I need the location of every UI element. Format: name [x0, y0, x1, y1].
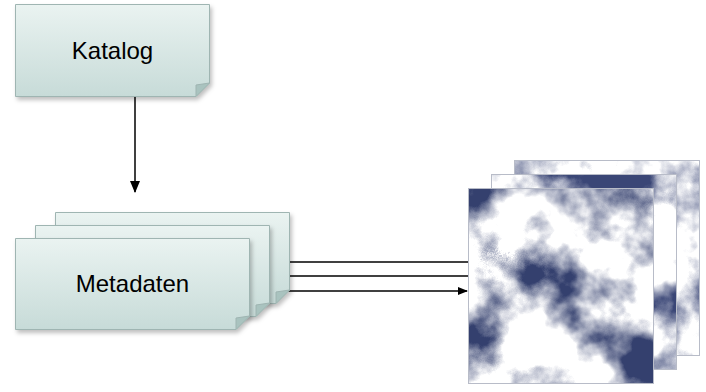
box-label: Metadaten [76, 270, 189, 298]
metadata-stack: Metadaten [15, 212, 292, 332]
link-line [270, 275, 468, 277]
connector-arrow [134, 97, 136, 192]
sheet-shape [16, 239, 250, 330]
link-line [290, 261, 468, 263]
image-front [468, 188, 654, 384]
box-label: Katalog [72, 37, 153, 65]
sheet-shape [16, 5, 210, 97]
box-label-area: Metadaten [15, 238, 250, 330]
catalog-box: Katalog [15, 4, 210, 97]
box-label-area: Katalog [15, 4, 210, 97]
